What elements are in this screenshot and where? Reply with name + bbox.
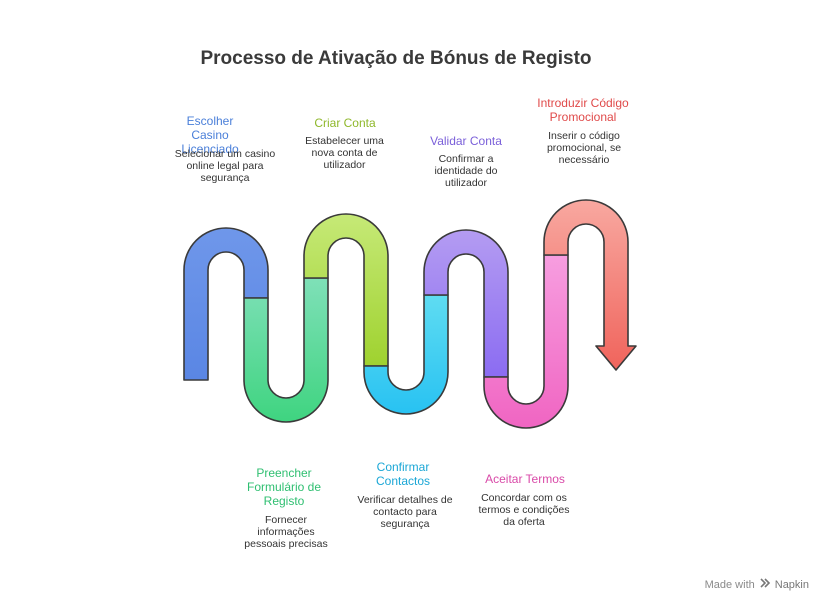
- step-2-title: Preencher Formulário de Registo: [246, 466, 322, 508]
- step-4-desc: Verificar detalhes de contacto para segu…: [357, 494, 453, 530]
- step-7-desc: Inserir o código promocional, se necessá…: [546, 130, 622, 166]
- step-1-title: Escolher Casino Licenciado: [181, 114, 239, 156]
- step-5-desc: Confirmar a identidade do utilizador: [434, 153, 498, 189]
- napkin-logo-icon: [759, 577, 771, 592]
- step-1-desc: Selecionar um casino online legal para s…: [174, 148, 276, 184]
- segment-7-arrow: [543, 199, 637, 371]
- segment-6: [483, 254, 569, 429]
- page-title: Processo de Ativação de Bónus de Registo: [200, 48, 592, 69]
- step-6-title: Aceitar Termos: [485, 472, 565, 486]
- step-3-title: Criar Conta: [314, 116, 376, 130]
- segment-4: [363, 294, 449, 415]
- step-2-desc: Fornecer informações pessoais precisas: [244, 514, 328, 550]
- footer-text: Made with: [704, 578, 755, 591]
- footer: Made with Napkin: [705, 577, 809, 592]
- footer-brand: Napkin: [774, 578, 809, 591]
- step-6-desc: Concordar com os termos e condições da o…: [478, 492, 570, 528]
- segment-3: [303, 213, 389, 367]
- step-3-desc: Estabelecer uma nova conta de utilizador: [305, 135, 384, 171]
- segment-5: [423, 229, 509, 378]
- segment-2: [243, 277, 329, 423]
- segment-1: [183, 227, 269, 381]
- step-5-title: Validar Conta: [430, 134, 502, 148]
- step-4-title: Confirmar Contactos: [375, 460, 431, 488]
- step-7-title: Introduzir Código Promocional: [537, 96, 629, 124]
